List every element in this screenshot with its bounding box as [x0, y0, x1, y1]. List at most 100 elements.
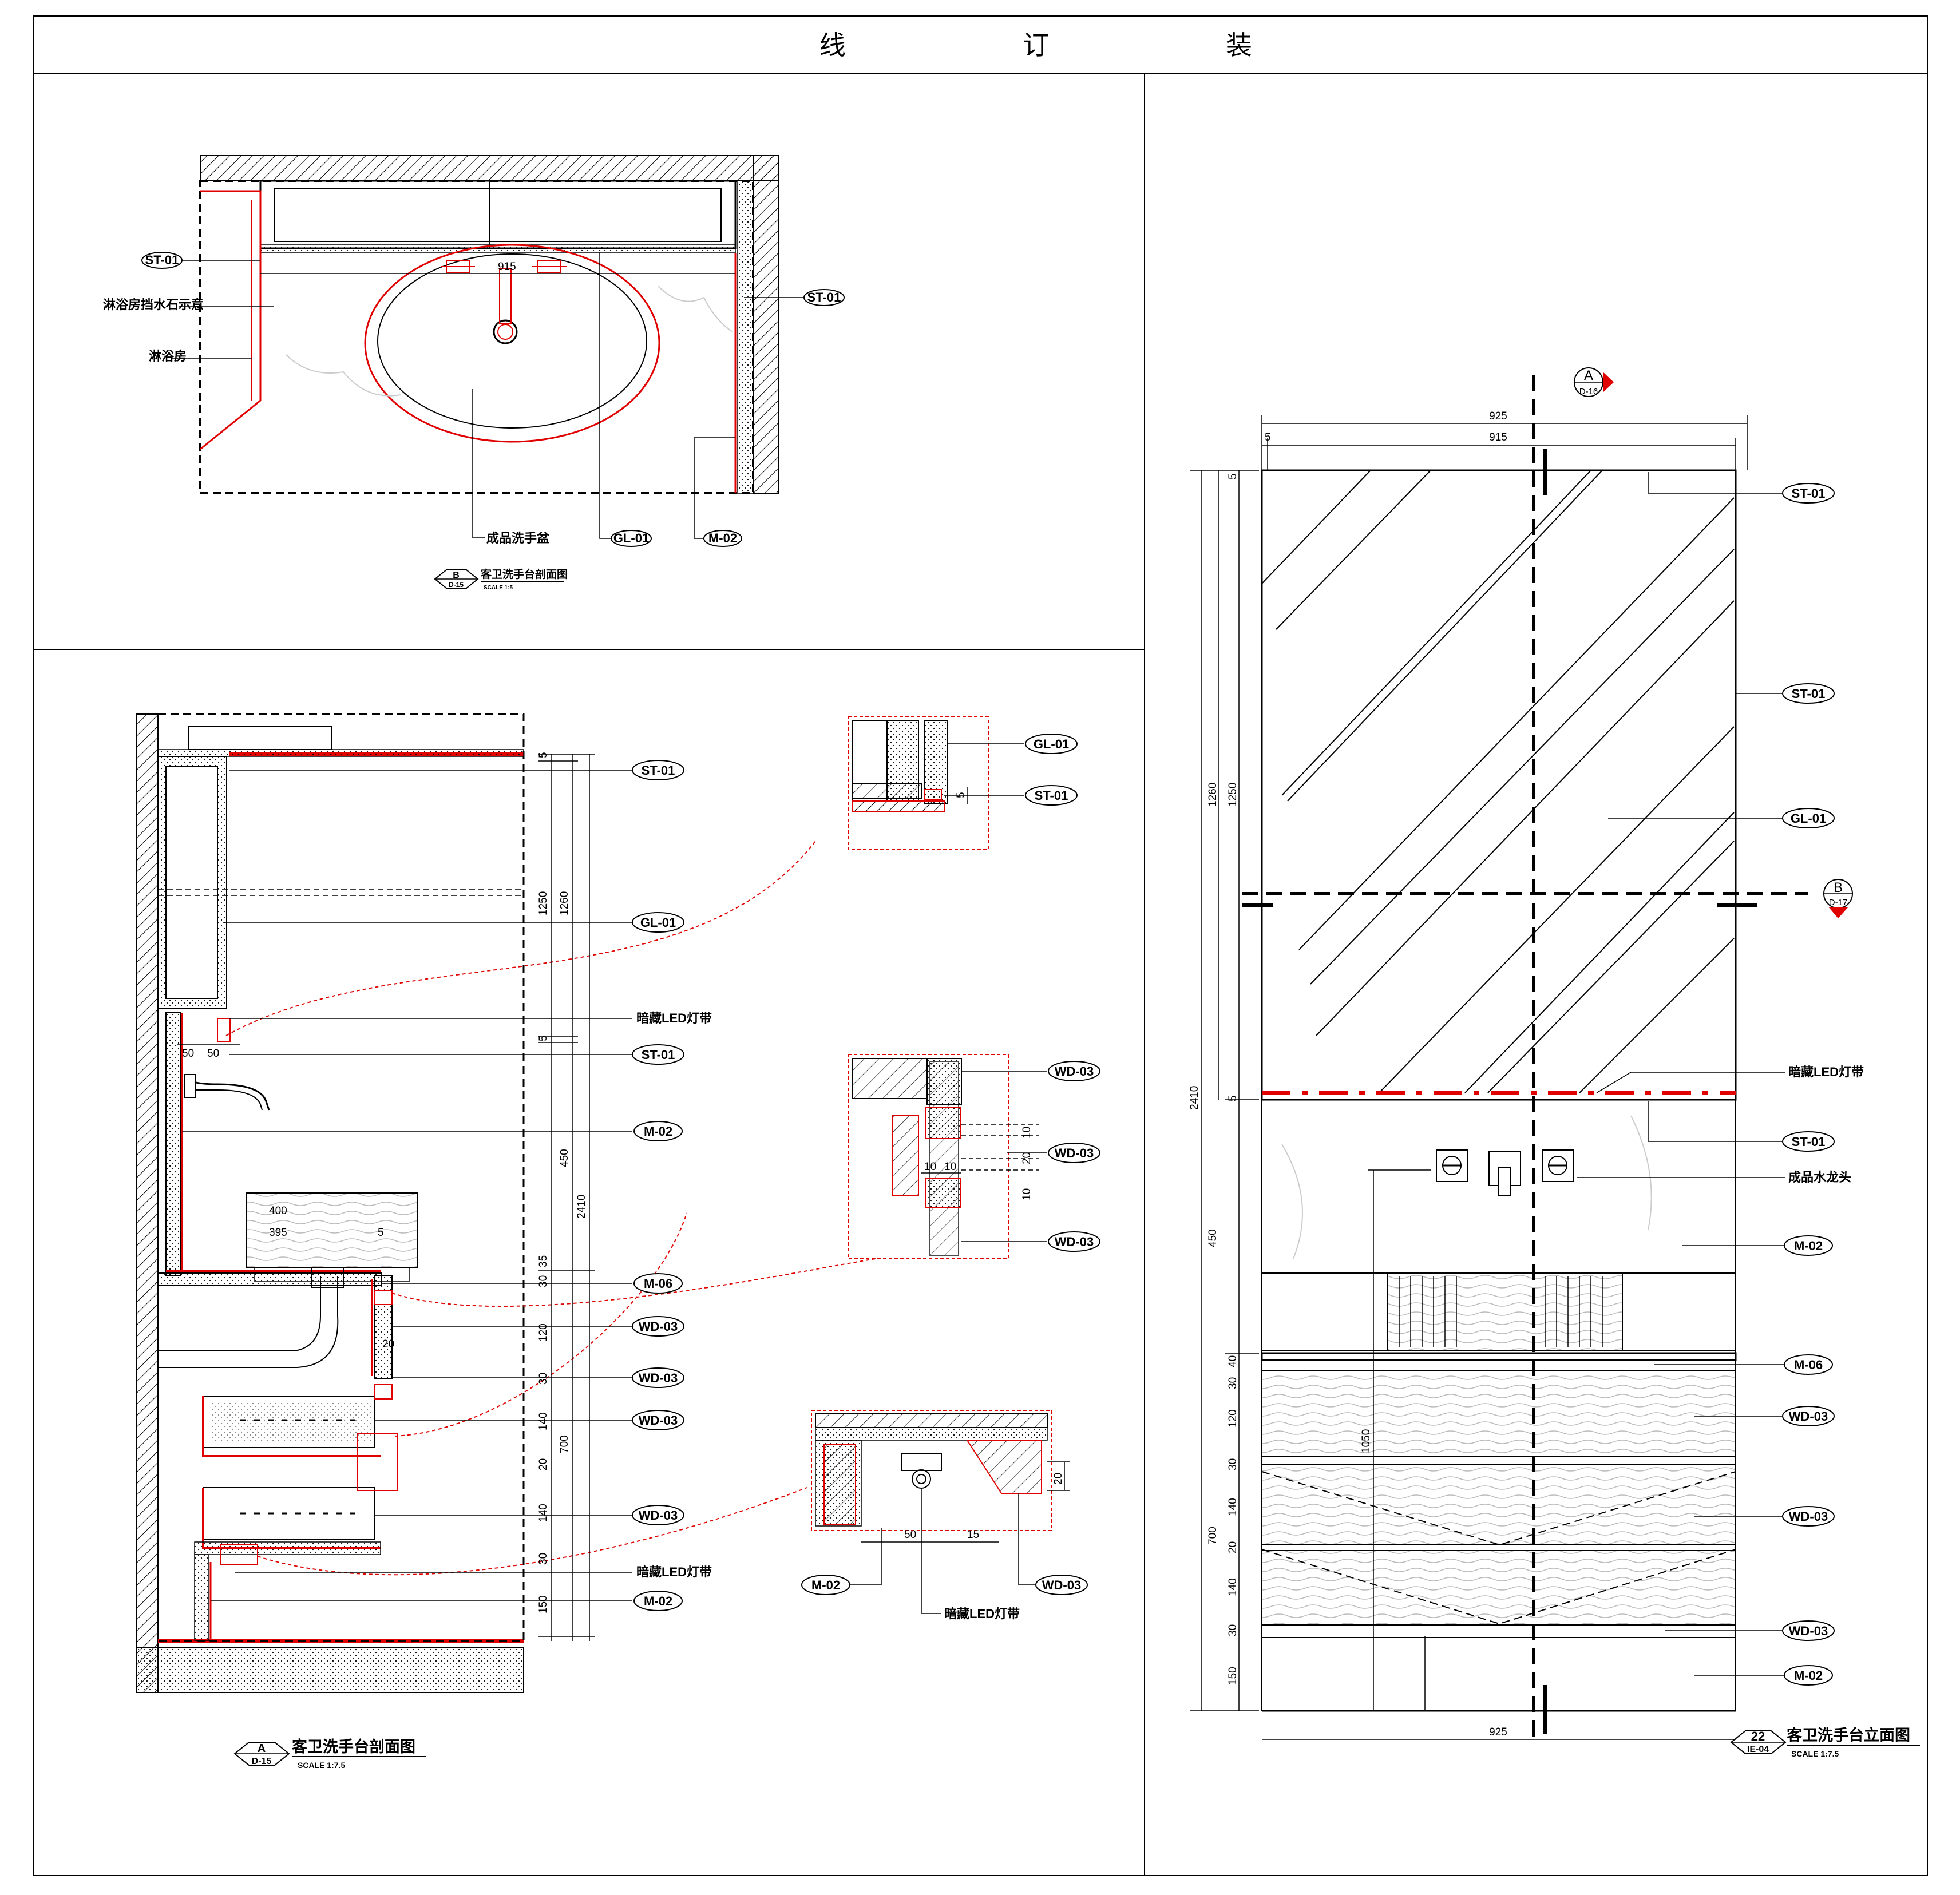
svg-text:M-02: M-02: [1794, 1668, 1823, 1683]
section-a-tags: ST-01 GL-01 暗藏LED灯带 ST-01 M-02 M-06 WD-0…: [182, 760, 712, 1611]
svg-text:ST-01: ST-01: [642, 1048, 675, 1062]
svg-text:ST-01: ST-01: [1792, 486, 1826, 501]
tag-st-01: ST-01: [944, 785, 1078, 806]
note-shower-stone: 淋浴房挡水石示意: [103, 298, 204, 312]
binding-char-2: 订: [1023, 30, 1049, 60]
section-a-dimensions: [538, 754, 595, 1641]
svg-text:D-15: D-15: [449, 581, 464, 589]
svg-text:140: 140: [537, 1504, 549, 1522]
tag-st-01: ST-01: [1736, 683, 1835, 704]
tag-gl-01: GL-01: [223, 912, 684, 933]
svg-text:WD-03: WD-03: [1789, 1409, 1828, 1424]
svg-text:D-17: D-17: [1829, 898, 1848, 907]
svg-text:ST-01: ST-01: [642, 763, 675, 778]
elevation-drawing: A D-16 B D-17: [1242, 367, 1853, 1737]
tag-m-06: M-06: [1654, 1354, 1833, 1375]
tag-m-02: M-02: [694, 437, 742, 547]
svg-text:ST-01: ST-01: [145, 253, 179, 267]
plan-b-wall-right: [753, 155, 779, 494]
svg-text:150: 150: [537, 1595, 549, 1613]
binding-char-3: 装: [1226, 30, 1252, 60]
svg-text:WD-03: WD-03: [1055, 1235, 1094, 1249]
plan-b-dim-915: 915: [498, 261, 516, 273]
tag-wd-03: WD-03: [392, 1367, 684, 1388]
svg-text:40: 40: [1227, 1355, 1239, 1367]
plan-b-basin-inner: [377, 253, 647, 429]
svg-text:50: 50: [904, 1529, 916, 1541]
tag-wd-03: WD-03: [1665, 1620, 1835, 1641]
svg-text:700: 700: [1207, 1527, 1219, 1545]
svg-text:20: 20: [1227, 1541, 1239, 1553]
plan-b-title-block: B D-15 客卫洗手台剖面图 SCALE 1:5: [434, 568, 568, 591]
svg-text:A: A: [258, 1742, 266, 1755]
svg-text:925: 925: [1489, 410, 1507, 422]
svg-text:IE-04: IE-04: [1747, 1745, 1769, 1754]
note-faucet: 成品水龙头: [1788, 1170, 1851, 1184]
svg-text:5: 5: [378, 1227, 384, 1239]
svg-text:30: 30: [537, 1275, 549, 1287]
section-a-drawing: [136, 713, 876, 1693]
svg-text:30: 30: [1227, 1624, 1239, 1636]
tag-st-01: ST-01: [744, 289, 845, 306]
svg-text:GL-01: GL-01: [1034, 737, 1069, 751]
section-a-title: 客卫洗手台剖面图: [292, 1738, 415, 1755]
detail-2: 10 20 10 10 10 WD-03 WD-03 WD-03: [848, 1054, 1100, 1259]
svg-text:A: A: [1584, 368, 1593, 383]
svg-text:35: 35: [537, 1255, 549, 1267]
svg-text:10: 10: [924, 1161, 936, 1173]
svg-text:M-02: M-02: [644, 1594, 672, 1608]
elevation-dim-text: 925 915 5 925 5 1250 1260 5 2410 450 40 …: [1189, 410, 1507, 1738]
svg-text:2410: 2410: [1189, 1086, 1201, 1110]
svg-text:1250: 1250: [1227, 783, 1239, 807]
tag-m-06: M-06: [381, 1273, 683, 1294]
svg-text:30: 30: [1227, 1458, 1239, 1470]
tag-gl-01: GL-01: [947, 734, 1078, 754]
elevation-scale: SCALE 1:7.5: [1791, 1749, 1839, 1758]
svg-text:30: 30: [537, 1553, 549, 1565]
tag-st-01: ST-01: [229, 760, 684, 780]
svg-text:GL-01: GL-01: [613, 531, 649, 545]
section-a-title-block: A D-15 客卫洗手台剖面图 SCALE 1:7.5: [233, 1738, 426, 1770]
svg-text:915: 915: [1489, 431, 1507, 443]
svg-text:ST-01: ST-01: [807, 290, 841, 304]
svg-text:D-15: D-15: [252, 1757, 272, 1766]
tag-st-01: ST-01: [229, 1044, 684, 1065]
plan-b-scale: SCALE 1:5: [484, 585, 513, 591]
section-a-floor: [136, 1647, 524, 1693]
sheet-frame: [33, 15, 1928, 1876]
plan-b-wall-top: [200, 155, 779, 181]
svg-text:WD-03: WD-03: [1055, 1064, 1094, 1079]
tag-m-02: M-02: [211, 1591, 683, 1611]
elevation-tags: ST-01 ST-01 GL-01 暗藏LED灯带 ST-01 成品水龙头 M-…: [1577, 472, 1864, 1686]
plan-b-title: 客卫洗手台剖面图: [481, 568, 568, 581]
plan-b-basin-outer: [364, 244, 660, 443]
tag-wd-03: WD-03: [1694, 1406, 1835, 1426]
elevation-dimensions: [1190, 415, 1748, 1740]
tag-wd-03: WD-03: [961, 1061, 1100, 1081]
svg-text:140: 140: [1227, 1498, 1239, 1516]
tag-st-01: ST-01: [1648, 1101, 1835, 1152]
svg-text:ST-01: ST-01: [1035, 788, 1068, 803]
svg-text:22: 22: [1751, 1729, 1765, 1743]
svg-text:450: 450: [559, 1149, 571, 1167]
tag-wd-03: WD-03: [1018, 1493, 1088, 1595]
svg-text:5: 5: [537, 752, 549, 758]
svg-text:150: 150: [1227, 1667, 1239, 1685]
tag-m-02: M-02: [1682, 1235, 1833, 1256]
mirror-panel: [1261, 469, 1737, 1101]
tag-st-01: ST-01: [141, 252, 260, 269]
svg-text:50: 50: [182, 1048, 194, 1060]
tag-wd-03: WD-03: [1007, 1143, 1100, 1163]
svg-text:M-06: M-06: [1794, 1358, 1823, 1372]
svg-text:ST-01: ST-01: [1792, 687, 1826, 701]
elevation-title: 客卫洗手台立面图: [1787, 1726, 1910, 1744]
svg-text:5: 5: [1227, 473, 1239, 479]
tag-wd-03: WD-03: [1694, 1506, 1835, 1527]
svg-text:B: B: [1834, 880, 1843, 895]
svg-text:5: 5: [1227, 1095, 1239, 1101]
svg-text:WD-03: WD-03: [639, 1371, 678, 1385]
svg-text:140: 140: [537, 1412, 549, 1430]
binding-char-1: 线: [819, 30, 846, 60]
